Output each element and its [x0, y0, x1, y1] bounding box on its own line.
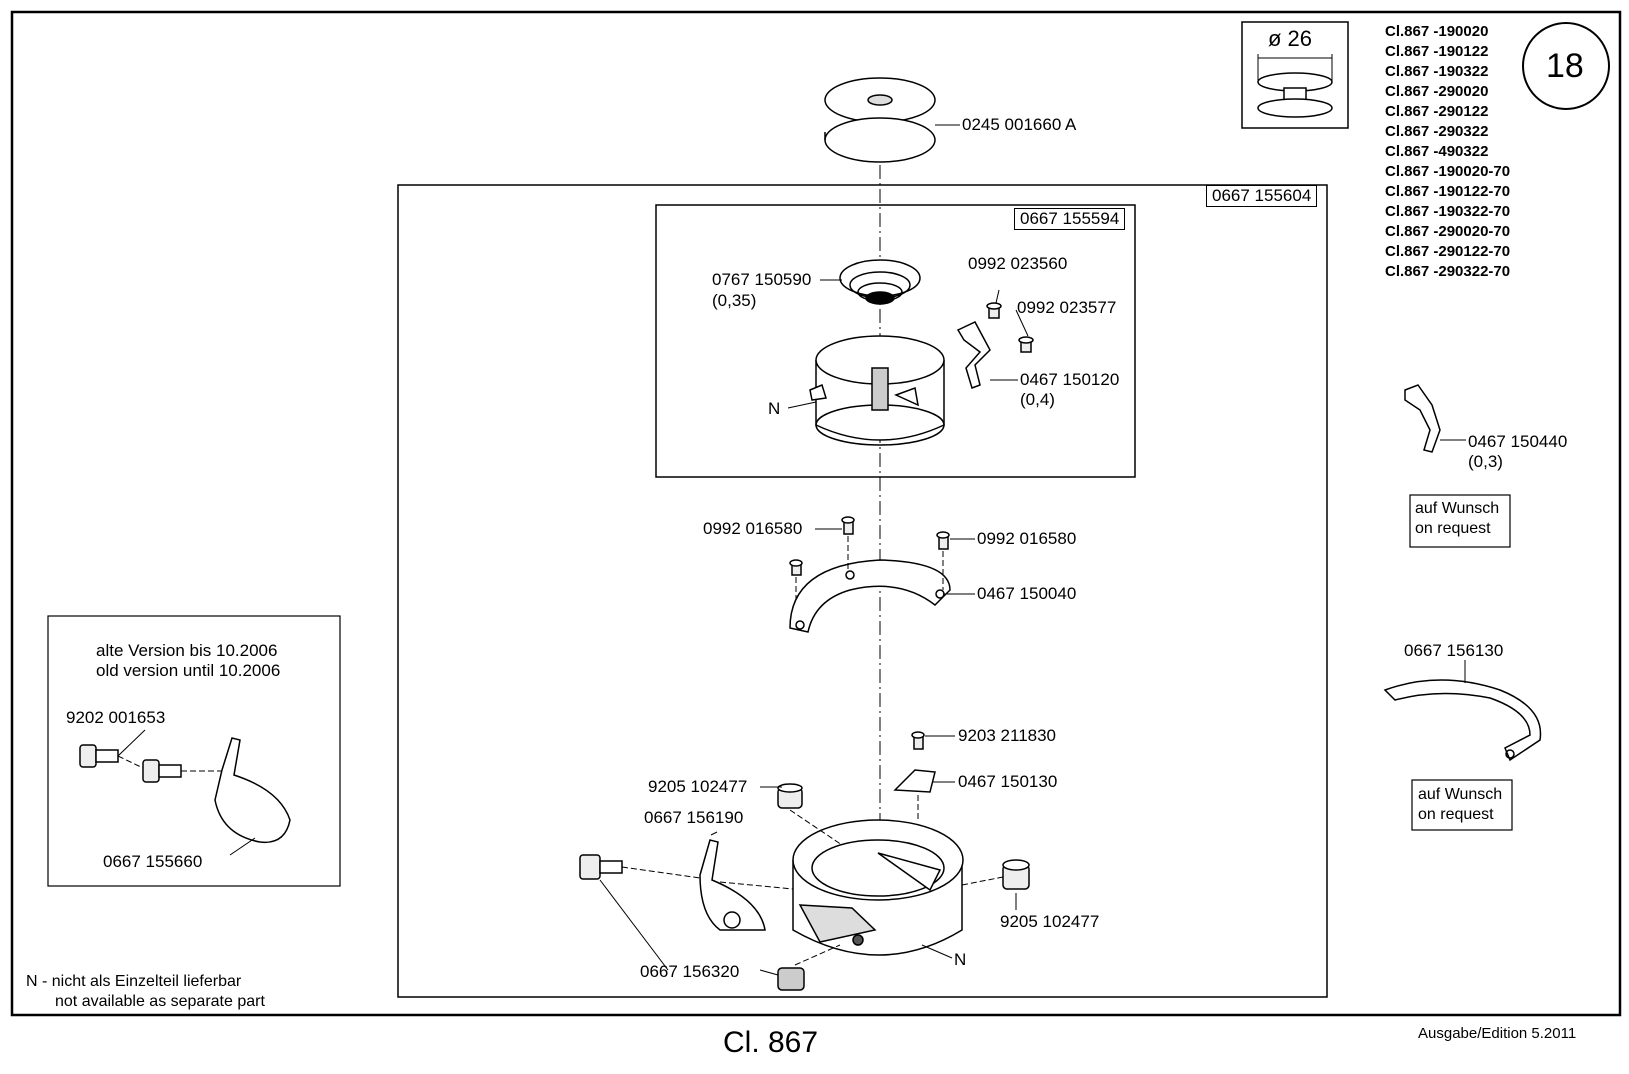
model-item: Cl.867 -290122	[1385, 103, 1489, 120]
old-version-title-de: alte Version bis 10.2006	[96, 641, 278, 660]
old-screw-a-icon	[79, 744, 119, 768]
on-request-en: on request	[1415, 520, 1491, 537]
part-label-plate: 0467 150130	[958, 772, 1058, 791]
optional-spring-icon	[1404, 384, 1441, 453]
optional-gib-icon	[1383, 679, 1542, 762]
assembly-number-inner: 0667 155594	[1014, 208, 1126, 230]
part-label-bracket-screw: 0667 156320	[640, 962, 740, 981]
model-item: Cl.867 -290020	[1385, 83, 1489, 100]
model-item: Cl.867 -190122-70	[1385, 183, 1511, 200]
footnote-de: N - nicht als Einzelteil lieferbar	[26, 973, 242, 990]
model-item: Cl.867 -190020	[1385, 23, 1489, 40]
footer-title: Cl. 867	[723, 1026, 819, 1059]
page-number: 18	[1546, 47, 1584, 85]
model-item: Cl.867 -290322-70	[1385, 263, 1511, 280]
on-request-de: auf Wunsch	[1415, 500, 1500, 517]
old-screw-b-icon	[142, 759, 182, 783]
small-screw-b-icon	[1018, 336, 1034, 353]
on-request-note-spring: auf Wunsch on request	[1411, 498, 1503, 540]
part-label-spring-thickness: (0,35)	[712, 291, 757, 310]
gib-screw-left-icon	[789, 559, 803, 576]
on-request-de: auf Wunsch	[1418, 786, 1503, 803]
part-label-optional-spring-thickness: (0,3)	[1468, 452, 1503, 471]
old-bracket-icon	[214, 737, 291, 844]
n-mark-bobbin-case: N	[768, 399, 781, 418]
old-version-box	[47, 615, 341, 887]
part-label-optional-gib: 0667 156130	[1404, 641, 1504, 660]
page-frame	[10, 10, 1622, 1017]
model-item: Cl.867 -190020-70	[1385, 163, 1511, 180]
latch-icon	[956, 321, 991, 389]
part-label-set-screw-right: 9205 102477	[1000, 912, 1100, 931]
bracket-icon	[699, 839, 766, 931]
old-version-screw-label: 9202 001653	[66, 708, 166, 727]
hook-plate-icon	[893, 769, 936, 793]
diameter-bobbin-icon	[1257, 54, 1333, 118]
part-label-screw-a: 0992 023560	[968, 254, 1068, 273]
model-item: Cl.867 -290122-70	[1385, 243, 1511, 260]
gib-screw-right-icon	[936, 531, 950, 550]
n-mark-hook: N	[954, 950, 967, 969]
assembly-number-outer: 0667 155604	[1206, 185, 1318, 207]
on-request-note-gib: auf Wunsch on request	[1414, 784, 1506, 826]
model-item: Cl.867 -290322	[1385, 123, 1489, 140]
old-version-title-en: old version until 10.2006	[96, 661, 281, 680]
gib-screw-mid-icon	[841, 516, 855, 535]
bracket-screw-icon	[579, 854, 623, 880]
old-version-part-label: 0667 155660	[103, 852, 203, 871]
footer-edition: Ausgabe/Edition 5.2011	[1418, 1025, 1577, 1042]
part-label-optional-spring: 0467 150440	[1468, 432, 1568, 451]
rotary-hook-icon	[792, 819, 964, 956]
bobbin-case-icon	[809, 335, 945, 446]
model-item: Cl.867 -190322	[1385, 63, 1489, 80]
part-label-bracket: 0667 156190	[644, 808, 744, 827]
part-label-gib-screw-left: 0992 016580	[703, 519, 803, 538]
tension-spring-icon	[839, 259, 921, 305]
part-label-gib: 0467 150040	[977, 584, 1077, 603]
hook-top-screw-icon	[911, 731, 925, 750]
part-label-latch-thickness: (0,4)	[1020, 390, 1055, 409]
on-request-en: on request	[1418, 806, 1494, 823]
gib-icon	[789, 559, 951, 633]
model-item: Cl.867 -190122	[1385, 43, 1489, 60]
model-item: Cl.867 -290020-70	[1385, 223, 1511, 240]
assembly-box-outer	[397, 184, 1328, 998]
page-number-circle	[1522, 22, 1610, 110]
part-label-top-screw: 9203 211830	[958, 726, 1057, 745]
model-item: Cl.867 -190322-70	[1385, 203, 1511, 220]
assembly-box-inner	[655, 204, 1136, 478]
part-label-set-screw-left: 9205 102477	[648, 777, 748, 796]
part-label-gib-screw-right: 0992 016580	[977, 529, 1077, 548]
set-screw-right-icon	[1002, 859, 1030, 890]
part-label-screw-b: 0992 023577	[1017, 298, 1117, 317]
part-label-spring: 0767 150590	[712, 270, 812, 289]
model-item: Cl.867 -490322	[1385, 143, 1489, 160]
part-label-latch: 0467 150120	[1020, 370, 1120, 389]
small-screw-a-icon	[986, 302, 1002, 319]
footnote-en: not available as separate part	[55, 993, 265, 1010]
set-screw-left-icon	[777, 783, 803, 809]
diameter-box	[1241, 21, 1349, 129]
part-label-bobbin: 0245 001660 A	[962, 115, 1077, 134]
bobbin-icon	[824, 77, 936, 163]
hook-bottom-screw-icon	[777, 967, 805, 991]
diameter-label: ø 26	[1268, 26, 1313, 51]
